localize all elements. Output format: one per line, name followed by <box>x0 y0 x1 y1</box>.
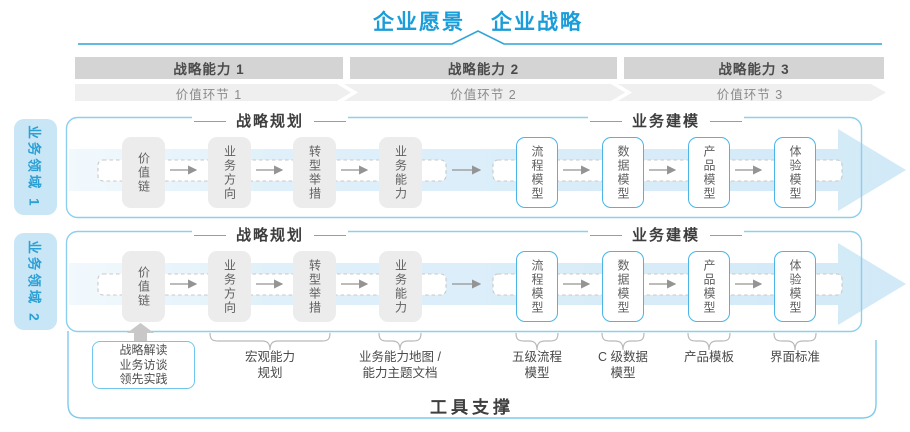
value-link-3: 价值环节 3 <box>716 87 784 102</box>
vision-title: 企业愿景 <box>373 11 465 34</box>
capability-band-3: 战略能力 3 <box>624 57 884 79</box>
annotation-braces <box>209 332 817 351</box>
capability-band-2: 战略能力 2 <box>350 57 617 79</box>
flow-box-business-capability: 业务能力 <box>379 137 422 208</box>
header-line <box>710 235 743 236</box>
flow-box-data-model: 数据模型 <box>602 251 644 322</box>
top-titles: 企业愿景 企业战略 <box>373 6 583 36</box>
flow-box-process-model: 流程模型 <box>516 251 558 322</box>
flow-box-business-direction: 业务方向 <box>208 137 251 208</box>
flow-box-product-model: 产品模型 <box>688 137 730 208</box>
note-macro-capability-planning: 宏观能力 规划 <box>244 350 295 380</box>
modeling-header-row2: 业务建模 <box>587 226 745 245</box>
modeling-header-row1: 业务建模 <box>587 112 745 131</box>
flow-box-experience-model: 体验模型 <box>774 137 816 208</box>
flow-box-value-chain: 价值链 <box>122 251 165 322</box>
up-arrow <box>127 323 154 342</box>
note-product-template: 产品模板 <box>683 350 734 364</box>
note-level5-process-model: 五级流程 模型 <box>511 350 562 380</box>
flow-box-process-model: 流程模型 <box>516 137 558 208</box>
header-line <box>314 235 347 236</box>
header-line <box>589 121 622 122</box>
planning-header-row2: 战略规划 <box>191 226 349 245</box>
note-capability-map: 业务能力地图 / 能力主题文档 <box>359 350 441 380</box>
header-line <box>710 121 743 122</box>
domain-row-container-2 <box>65 230 863 333</box>
capability-band-1: 战略能力 1 <box>75 57 343 79</box>
header-line <box>193 121 226 122</box>
value-link-2: 价值环节 2 <box>450 87 517 102</box>
value-link-1: 价值环节 1 <box>175 87 243 102</box>
planning-header-row1: 战略规划 <box>191 112 349 131</box>
header-line <box>589 235 622 236</box>
strategy-title: 企业战略 <box>491 11 583 34</box>
flow-box-product-model: 产品模型 <box>688 251 730 322</box>
flow-box-transformation-initiatives: 转型举措 <box>293 251 336 322</box>
domain-row-container-1 <box>65 116 863 219</box>
note-interface-standard: 界面标准 <box>769 350 820 364</box>
note-c-level-data-model: C 级数据 模型 <box>597 350 648 380</box>
flow-box-value-chain: 价值链 <box>122 137 165 208</box>
tool-support-label: 工具支撑 <box>430 398 514 417</box>
domain-tab-2: 业务领域 2 <box>14 233 57 330</box>
strategy-input-box: 战略解读 业务访谈 领先实践 <box>92 341 195 389</box>
flow-box-transformation-initiatives: 转型举措 <box>293 137 336 208</box>
flow-box-business-capability: 业务能力 <box>379 251 422 322</box>
flow-box-experience-model: 体验模型 <box>774 251 816 322</box>
flow-box-data-model: 数据模型 <box>602 137 644 208</box>
header-line <box>314 121 347 122</box>
header-line <box>193 235 226 236</box>
flow-box-business-direction: 业务方向 <box>208 251 251 322</box>
domain-tab-1: 业务领域 1 <box>14 119 57 215</box>
